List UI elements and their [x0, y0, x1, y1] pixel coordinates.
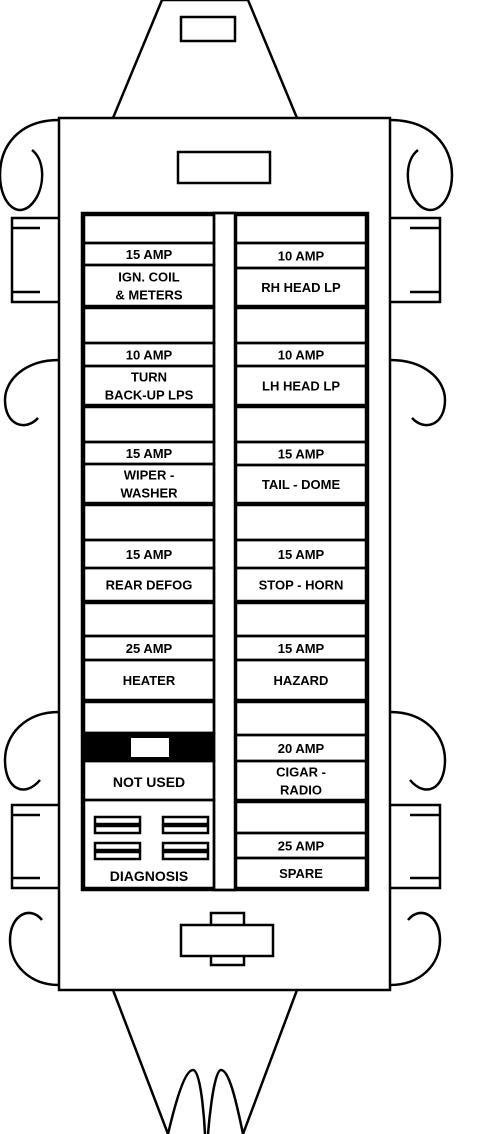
fuse-slot: 15 AMP HAZARD — [234, 601, 368, 702]
fuse-socket — [234, 405, 368, 444]
amp-rating: 20 AMP — [278, 741, 325, 756]
circuit-label-box — [82, 364, 216, 407]
bottom-mount-tab — [111, 989, 299, 1134]
fuse-socket — [234, 213, 368, 245]
circuit-label-box — [234, 266, 368, 308]
amp-rating: 10 AMP — [278, 348, 325, 363]
fuse-socket — [234, 700, 368, 737]
circuit-label: RADIO — [280, 783, 322, 798]
fuse-slot: 15 AMP IGN. COIL & METERS — [82, 213, 216, 308]
fuse-socket — [82, 601, 216, 638]
circuit-label-box — [234, 759, 368, 802]
fuse-slot: 10 AMP RH HEAD LP — [234, 213, 368, 308]
amp-rating: 10 AMP — [126, 348, 173, 363]
fuse-socket — [82, 405, 216, 444]
circuit-label-box — [234, 856, 368, 890]
circuit-label-box — [82, 566, 216, 603]
left-fuse-column: 15 AMP IGN. COIL & METERS 10 AMP TURN BACK-UP… — [82, 213, 216, 702]
fuse-socket — [82, 213, 216, 245]
fuse-slot: 15 AMP STOP - HORN — [234, 503, 368, 603]
left-side-clips — [0, 118, 60, 987]
fuse-socket — [82, 306, 216, 345]
top-mount-tab — [111, 0, 299, 119]
amp-rating: 15 AMP — [278, 447, 325, 462]
amp-rating: 15 AMP — [278, 547, 325, 562]
circuit-label: REAR DEFOG — [106, 578, 193, 593]
amp-rating: 25 AMP — [126, 641, 173, 656]
diagnosis-terminals — [93, 815, 210, 861]
not-used-slot: NOT USED — [82, 700, 216, 802]
circuit-label-box — [82, 263, 216, 308]
circuit-label-box — [234, 658, 368, 702]
top-connector-slot — [176, 150, 272, 185]
circuit-label: WIPER - — [124, 468, 175, 483]
circuit-label-box — [234, 364, 368, 407]
amp-rating: 15 AMP — [126, 446, 173, 461]
amp-rating: 15 AMP — [126, 547, 173, 562]
circuit-label-box — [82, 658, 216, 702]
circuit-label: BACK-UP LPS — [105, 388, 194, 403]
circuit-label-box — [234, 566, 368, 603]
circuit-label: STOP - HORN — [259, 578, 344, 593]
circuit-label: & METERS — [115, 288, 183, 303]
fuse-slot: 20 AMP CIGAR - RADIO — [234, 700, 368, 802]
circuit-label: LH HEAD LP — [262, 379, 340, 394]
fuse-socket — [234, 503, 368, 542]
amp-rating: 25 AMP — [278, 839, 325, 854]
circuit-label: IGN. COIL — [118, 270, 179, 285]
fuse-slot: 10 AMP TURN BACK-UP LPS — [82, 306, 216, 407]
amp-rating: 15 AMP — [126, 247, 173, 262]
fuse-socket — [234, 601, 368, 638]
fuse-slot: 15 AMP REAR DEFOG — [82, 503, 216, 603]
fuse-slot: 15 AMP TAIL - DOME — [234, 405, 368, 505]
right-side-clips — [389, 118, 454, 987]
circuit-label: SPARE — [279, 866, 323, 881]
fuse-slot: 15 AMP WIPER - WASHER — [82, 405, 216, 505]
circuit-label: TAIL - DOME — [262, 477, 341, 492]
circuit-label: TURN — [131, 370, 167, 385]
right-fuse-column: 10 AMP RH HEAD LP 10 AMP LH HEAD LP 15 AMP TA… — [234, 213, 368, 890]
panel-divider — [212, 211, 237, 892]
fuse-socket — [82, 503, 216, 542]
circuit-label: RH HEAD LP — [261, 280, 341, 295]
circuit-label-box — [82, 462, 216, 505]
not-used-label: NOT USED — [113, 774, 185, 790]
fuse-slot: 10 AMP LH HEAD LP — [234, 306, 368, 407]
circuit-label: HEATER — [123, 673, 176, 688]
circuit-label-box — [234, 463, 368, 505]
top-tab-slot — [179, 15, 237, 43]
fuse-block-body — [57, 116, 392, 992]
fuse-slot: 25 AMP HEATER — [82, 601, 216, 702]
fuse-socket — [234, 800, 368, 835]
diagnosis-label: DIAGNOSIS — [110, 868, 189, 884]
fuse-socket — [234, 306, 368, 345]
circuit-label: WASHER — [120, 486, 178, 501]
diagnosis-connector: DIAGNOSIS — [82, 798, 216, 890]
blocked-slot-window — [131, 738, 169, 757]
amp-rating: 15 AMP — [278, 641, 325, 656]
circuit-label: CIGAR - — [276, 765, 326, 780]
fuse-slot: 25 AMP SPARE — [234, 800, 368, 890]
circuit-label: HAZARD — [274, 673, 329, 688]
amp-rating: 10 AMP — [278, 249, 325, 264]
bottom-connector — [179, 923, 275, 958]
